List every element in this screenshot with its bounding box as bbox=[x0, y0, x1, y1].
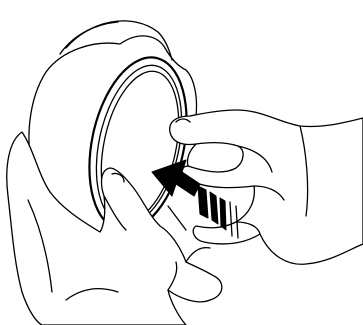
device-rotation-illustration bbox=[0, 0, 363, 325]
